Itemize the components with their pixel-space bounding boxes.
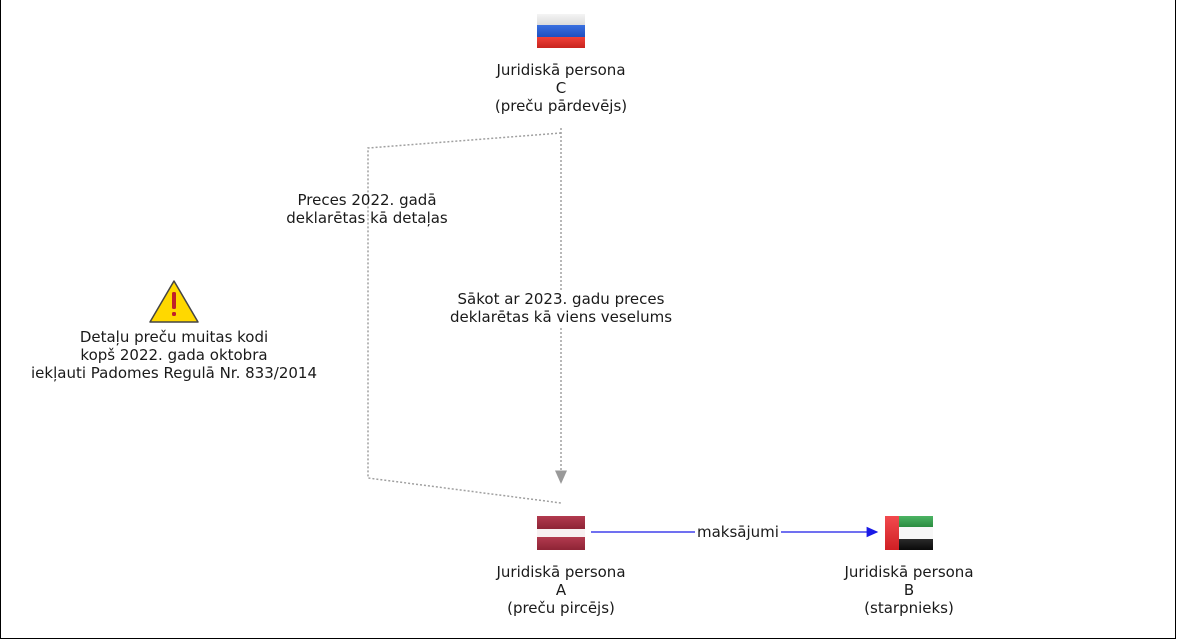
node-c-line3: (preču pārdevējs)	[494, 97, 628, 115]
node-c-line1: Juridiskā persona	[496, 61, 626, 79]
warning-line3: iekļauti Padomes Regulā Nr. 833/2014	[31, 364, 317, 382]
warning-line1: Detaļu preču muitas kodi	[79, 328, 269, 346]
edge-2022-line2: deklarētas kā detaļas	[286, 209, 448, 227]
latvia-flag-icon	[537, 516, 585, 550]
dotted-connector-2022	[367, 132, 562, 504]
node-a-line1: Juridiskā persona	[496, 563, 626, 581]
edge-2023-line1: Sākot ar 2023. gadu preces	[457, 290, 665, 308]
warning-triangle-icon	[149, 280, 199, 323]
node-b-line3: (starpnieks)	[864, 599, 954, 617]
node-a-label: Juridiskā persona A (preču pircējs)	[461, 563, 661, 617]
node-b-line1: Juridiskā persona	[844, 563, 974, 581]
payments-label: maksājumi	[695, 523, 781, 541]
node-b-line2: B	[903, 581, 915, 599]
node-a-line3: (preču pircējs)	[507, 599, 615, 617]
uae-flag-icon	[885, 516, 933, 550]
warning-line2: kopš 2022. gada oktobra	[80, 346, 268, 364]
edge-2023-line2: deklarētas kā viens veselums	[449, 308, 673, 326]
node-c-line2: C	[555, 79, 567, 97]
edge-2022-line1: Preces 2022. gadā	[297, 191, 437, 209]
node-b-label: Juridiskā persona B (starpnieks)	[809, 563, 1009, 617]
warning-label: Detaļu preču muitas kodi kopš 2022. gada…	[21, 328, 327, 382]
russia-flag-icon	[537, 14, 585, 48]
node-c-label: Juridiskā persona C (preču pārdevējs)	[461, 61, 661, 115]
edge-label-2022: Preces 2022. gadā deklarētas kā detaļas	[262, 191, 472, 227]
node-a-line2: A	[555, 581, 567, 599]
edge-label-2023: Sākot ar 2023. gadu preces deklarētas kā…	[431, 290, 691, 326]
